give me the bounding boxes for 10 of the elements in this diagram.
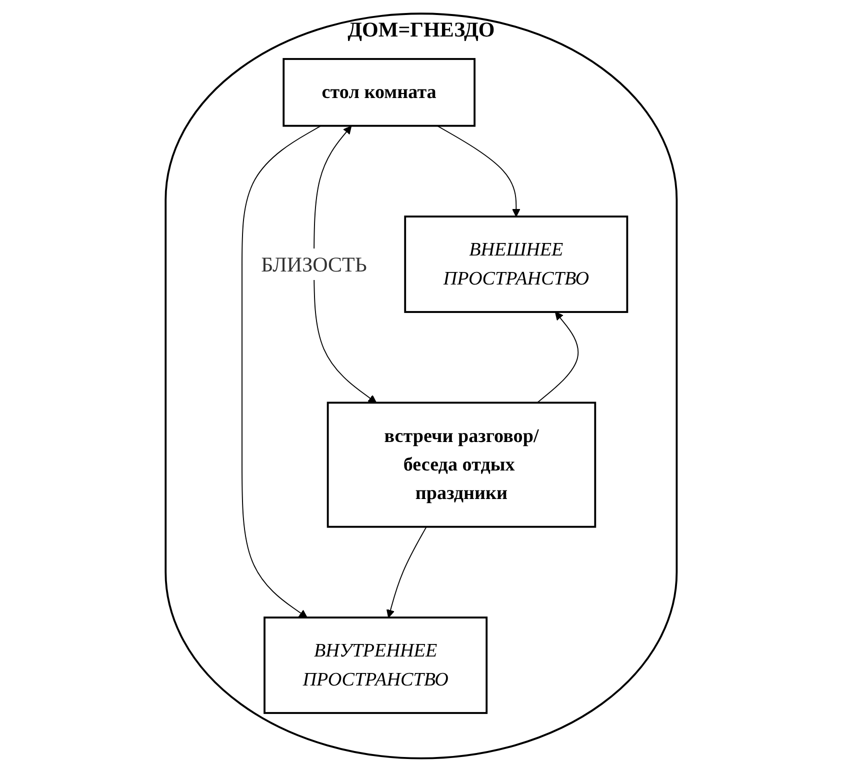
arrow: [313, 126, 376, 404]
arrow: [436, 125, 520, 217]
node-box: ВНУТРЕННЕЕ ПРОСТРАНСТВО: [263, 616, 488, 714]
node-box: стол комната: [282, 58, 476, 127]
node-box: встречи разговор/беседа отдых праздники: [326, 402, 596, 528]
edge-label: БЛИЗОСТЬ: [260, 252, 367, 276]
arrow: [386, 526, 427, 618]
node-box: ВНЕШНЕЕ ПРОСТРАНСТВО: [404, 216, 628, 313]
arrow: [241, 125, 322, 618]
arrow: [536, 312, 578, 404]
